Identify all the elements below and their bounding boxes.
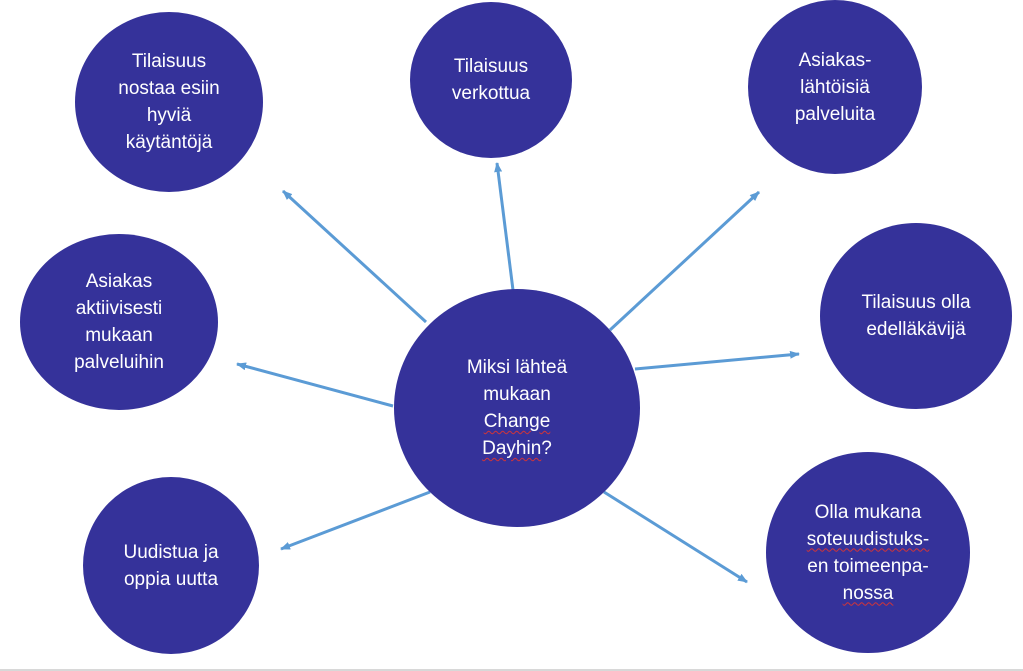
- node-soteuudistus-line-4-text: nossa: [842, 582, 894, 604]
- node-soteuudistus-line-2: soteuudistuks-: [807, 526, 930, 553]
- node-asiakaslahtoisia-line-1: Asiakas-: [798, 49, 872, 71]
- node-asiakaslahtoisia-line-2: lähtöisiä: [800, 76, 870, 98]
- node-verkottua-line-2: verkottua: [451, 83, 531, 104]
- node-uudistua-line-1: Uudistua ja: [123, 541, 219, 563]
- page-bottom-border: [0, 669, 1023, 671]
- center-question-circle: Miksi lähteä mukaan Change Dayhin?: [394, 289, 640, 527]
- node-soteuudistus-line-4: nossa: [807, 580, 930, 607]
- node-asiakas-aktiivisesti-line-3: mukaan: [85, 325, 153, 346]
- node-hyvat-kaytannot-line-2: nostaa esiin: [118, 78, 220, 99]
- node-asiakas-aktiivisesti: Asiakas aktiivisesti mukaan palveluihin: [20, 234, 218, 410]
- node-hyvat-kaytannot-line-1: Tilaisuus: [131, 51, 207, 72]
- arrow-to-verkottua: [494, 162, 515, 291]
- node-asiakas-aktiivisesti-line-1: Asiakas: [85, 271, 153, 292]
- node-asiakaslahtoisia: Asiakas- lähtöisiä palveluita: [748, 0, 922, 174]
- node-asiakas-aktiivisesti-line-2: aktiivisesti: [75, 298, 163, 319]
- center-line-4-text: Dayhin: [482, 438, 542, 459]
- center-line-2: mukaan: [483, 384, 551, 405]
- node-edellakavija-line-1: Tilaisuus olla: [861, 292, 971, 313]
- node-edellakavija-line-2: edelläkävijä: [866, 319, 966, 340]
- node-soteuudistus-line-2-text: soteuudistuks-: [806, 528, 930, 550]
- node-verkottua: Tilaisuus verkottua: [410, 2, 572, 158]
- arrow-to-edellakavija: [634, 350, 800, 371]
- arrow-to-hyvat-kaytannot: [281, 189, 428, 324]
- node-uudistua-line-2: oppia uutta: [123, 568, 219, 590]
- arrow-to-asiakaslahtoisia: [608, 190, 761, 332]
- node-asiakas-aktiivisesti-line-4: palveluihin: [74, 352, 164, 373]
- center-line-3-text: Change: [483, 411, 551, 432]
- arrow-to-soteuudistus: [603, 490, 748, 584]
- center-line-3: Change: [467, 408, 567, 435]
- arrow-to-uudistua: [280, 490, 431, 551]
- node-edellakavija: Tilaisuus olla edelläkävijä: [820, 223, 1012, 409]
- center-line-1: Miksi lähteä: [466, 357, 568, 378]
- node-soteuudistus-line-1: Olla mukana: [814, 501, 922, 523]
- node-asiakaslahtoisia-line-3: palveluita: [794, 103, 876, 125]
- node-hyvat-kaytannot: Tilaisuus nostaa esiin hyviä käytäntöjä: [75, 12, 263, 192]
- arrow-to-asiakas-aktiivisesti: [236, 362, 394, 408]
- node-soteuudistus: Olla mukana soteuudistuks- en toimeenpa-…: [766, 452, 970, 653]
- node-hyvat-kaytannot-line-4: käytäntöjä: [125, 132, 213, 153]
- center-question-text: Miksi lähteä mukaan Change Dayhin?: [467, 354, 567, 462]
- node-soteuudistus-line-3: en toimeenpa-: [807, 555, 929, 577]
- node-hyvat-kaytannot-line-3: hyviä: [146, 105, 192, 126]
- center-line-4: Dayhin?: [482, 438, 552, 459]
- node-verkottua-line-1: Tilaisuus: [453, 56, 529, 77]
- node-uudistua: Uudistua ja oppia uutta: [83, 477, 259, 654]
